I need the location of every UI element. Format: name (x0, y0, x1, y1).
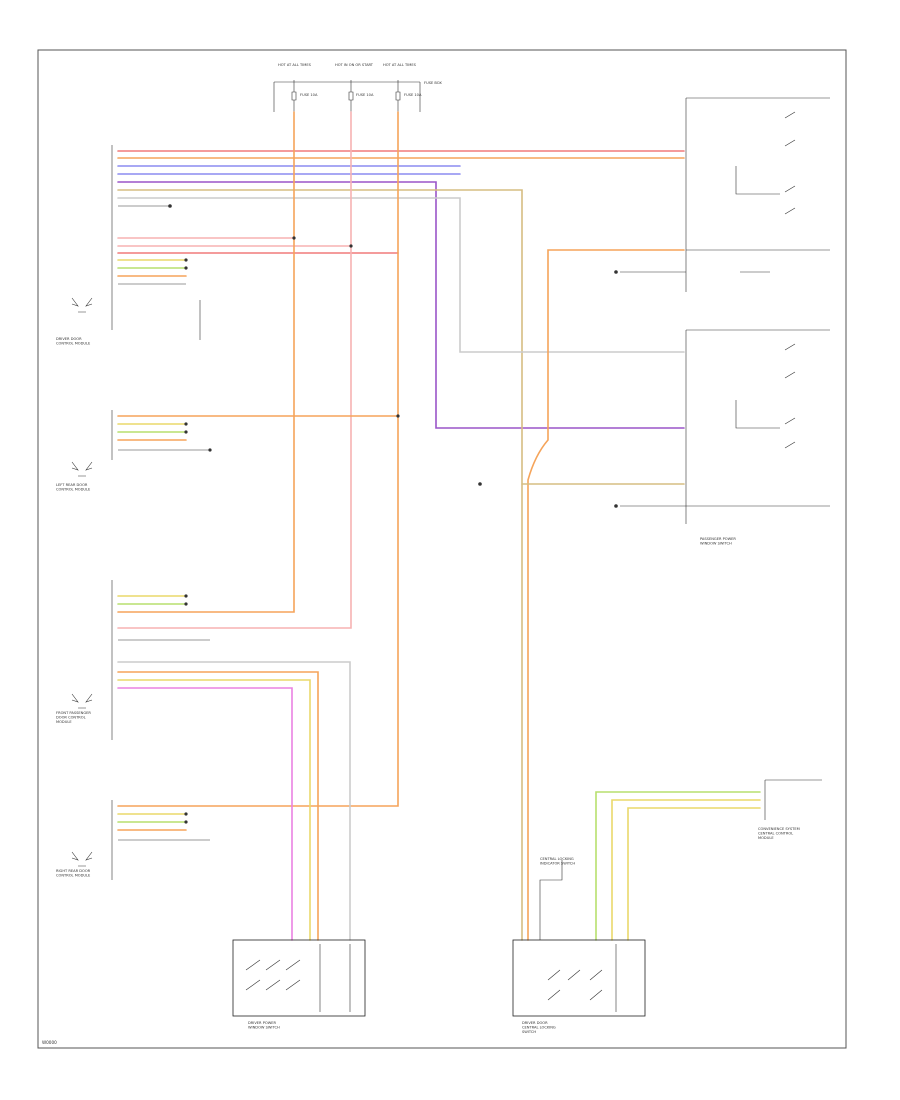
fuse-1-supply-label: HOT AT ALL TIMES (278, 63, 312, 67)
wires (117, 111, 761, 941)
terminals (168, 204, 618, 824)
driver-window-switch (232, 939, 366, 1017)
wire-yellow-ccm (611, 799, 761, 941)
wire-fp-orange (117, 671, 319, 941)
central-locking-switch (512, 939, 646, 1017)
module-symbols (71, 297, 93, 867)
fuse-3-supply-label: HOT AT ALL TIMES (383, 63, 417, 67)
fuse-1-rating-label: FUSE 10A (300, 93, 318, 97)
wire-fuse2-pink (117, 111, 352, 629)
wire-fp-gray (117, 661, 351, 941)
footer-code: W0000 (42, 1040, 57, 1045)
fuse-1: HOT AT ALL TIMES FUSE 10A (278, 63, 318, 112)
fuse-2: HOT IN ON OR START FUSE 10A (335, 63, 374, 112)
wire-yellow-ccm2 (627, 807, 761, 941)
wire-green-ccm (595, 791, 761, 941)
fuse-3: HOT AT ALL TIMES FUSE 10A (383, 63, 422, 112)
relay-contacts (735, 111, 796, 449)
black-lines (118, 205, 830, 940)
fuse-box: FUSE BOX HOT AT ALL TIMES FUSE 10A HOT I… (273, 63, 442, 112)
fuse-3-rating-label: FUSE 10A (404, 93, 422, 97)
fuse-box-label: FUSE BOX (424, 81, 442, 85)
wire-gray (117, 197, 685, 353)
wire-right-orange (527, 249, 685, 941)
fuse-2-supply-label: HOT IN ON OR START (335, 63, 374, 67)
wire-fuse3-orange (117, 111, 399, 807)
wire-tan (117, 189, 523, 941)
wire-fp-magenta (117, 687, 293, 941)
diagram-frame (37, 49, 847, 1049)
wire-purple (117, 181, 685, 429)
fuse-2-rating-label: FUSE 10A (356, 93, 374, 97)
wire-fp-yellow2 (117, 679, 311, 941)
right-boxes (685, 97, 830, 820)
wire-fuse1-orange (117, 111, 295, 613)
